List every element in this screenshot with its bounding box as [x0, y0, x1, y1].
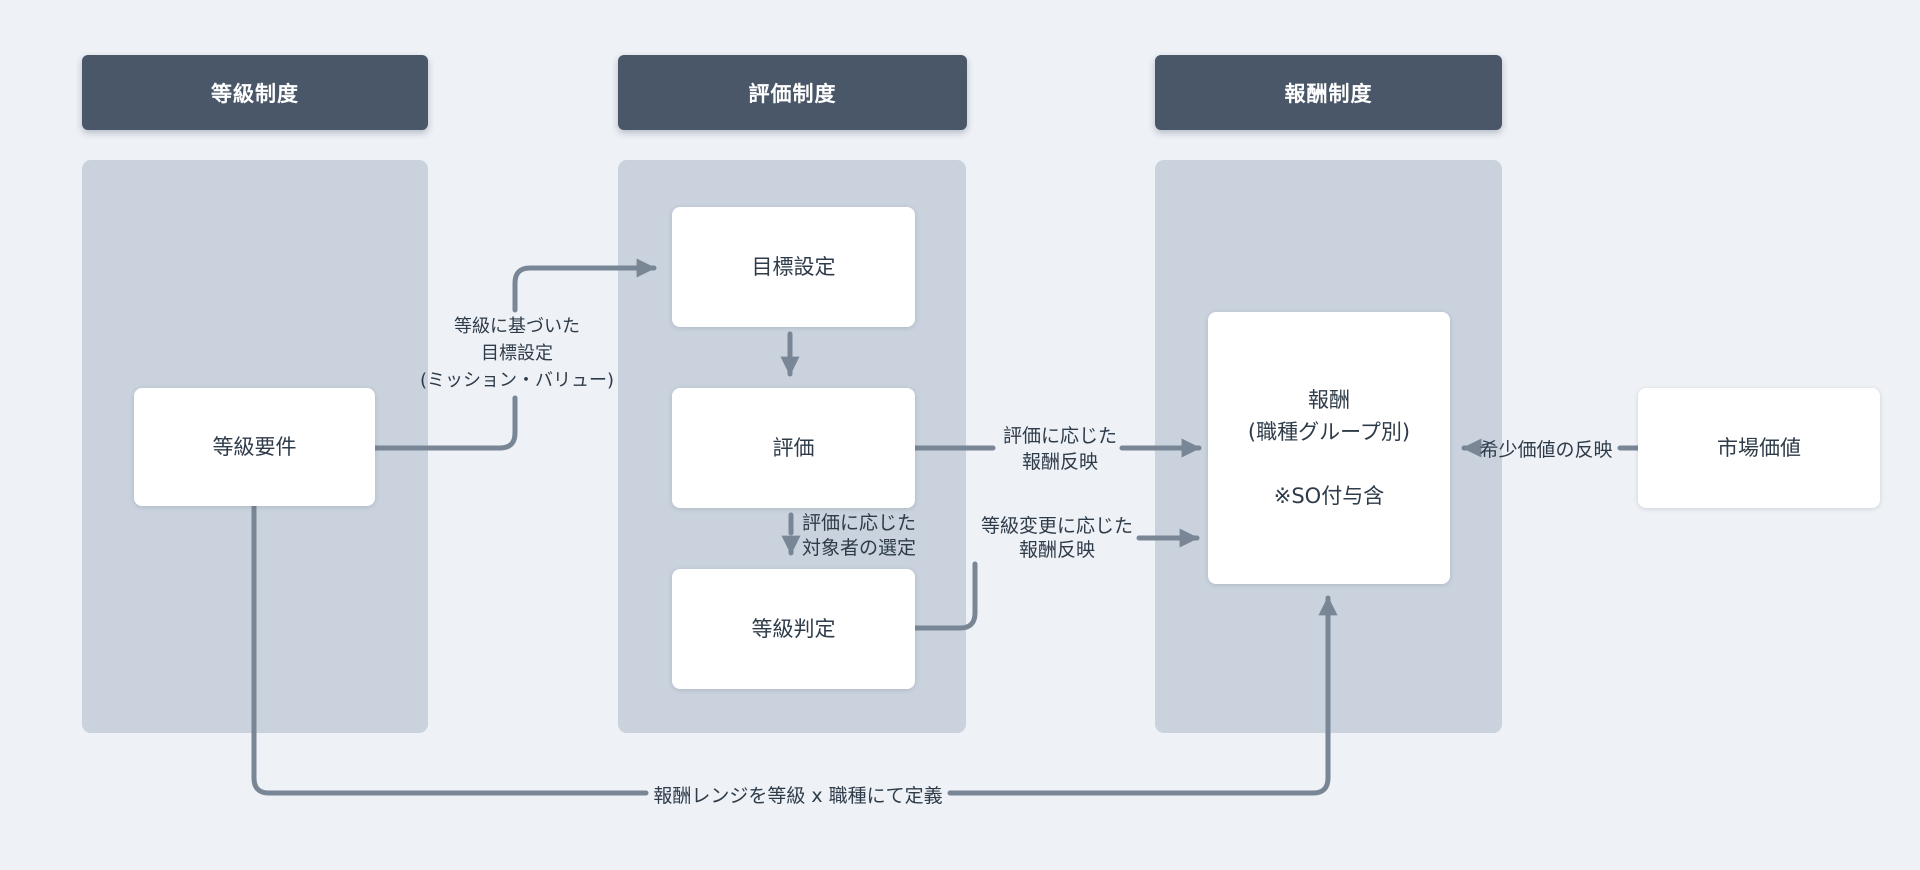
node-compensation: 報酬 (職種グループ別) ※SO付与含 [1208, 312, 1450, 584]
edge-label-eval-reflection: 評価に応じた 報酬反映 [1002, 425, 1118, 473]
header-grade-system: 等級制度 [82, 55, 428, 130]
edge-label-grade-change-reflection: 等級変更に応じた 報酬反映 [980, 515, 1134, 561]
edge-label-scarcity-reflection: 希少価値の反映 [1479, 439, 1613, 461]
node-grade-judgement: 等級判定 [672, 569, 915, 689]
node-evaluation: 評価 [672, 388, 915, 508]
edge-label-target-selection: 評価に応じた 対象者の選定 [802, 512, 917, 559]
header-evaluation-system: 評価制度 [618, 55, 967, 130]
header-compensation-system: 報酬制度 [1155, 55, 1502, 130]
node-goal-setting: 目標設定 [672, 207, 915, 327]
edge-label-salary-range-definition: 報酬レンジを等級 x 職種にて定義 [653, 785, 943, 807]
node-market-value: 市場価値 [1638, 388, 1880, 508]
node-grade-requirements: 等級要件 [134, 388, 375, 506]
edge-label-grade-based-goal: 等級に基づいた 目標設定 (ミッション・バリュー) [419, 316, 615, 391]
